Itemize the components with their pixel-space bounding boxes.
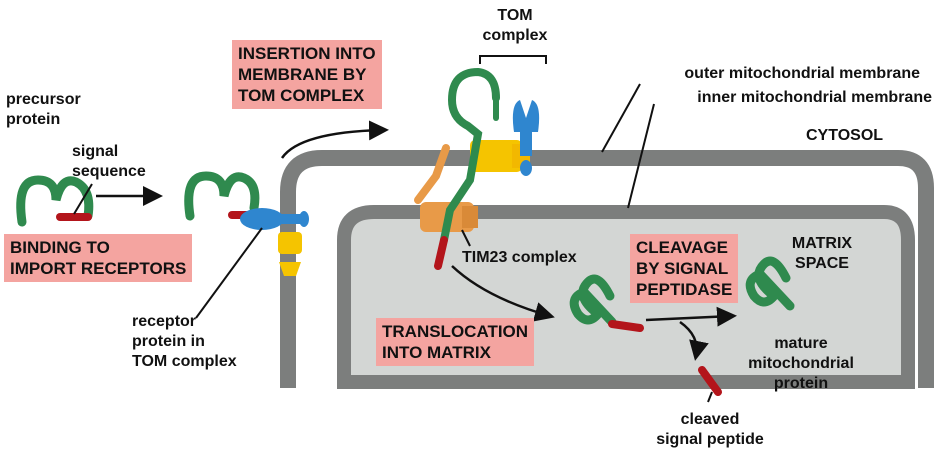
tim23-complex-label: TIM23 complex bbox=[462, 249, 577, 266]
precursor-protein-label: precursor protein bbox=[6, 91, 81, 128]
signal-sequence-label: signal sequence bbox=[72, 143, 146, 180]
step-cleavage-box: CLEAVAGE BY SIGNAL PEPTIDASE bbox=[630, 234, 739, 303]
outer-membrane-label: outer mitochondrial membrane bbox=[684, 65, 920, 82]
step-translocation-box: TRANSLOCATION INTO MATRIX bbox=[376, 318, 535, 366]
leader-tim23 bbox=[461, 229, 471, 247]
mature-protein-label: mature mitochondrial protein bbox=[748, 335, 854, 392]
leader-signal-sequence bbox=[73, 183, 93, 215]
precursor-protein bbox=[16, 175, 94, 227]
receptor-protein bbox=[240, 208, 309, 276]
cleaved-peptide-label: cleaved signal peptide bbox=[656, 411, 764, 448]
mature-protein bbox=[745, 256, 795, 311]
arrow-cleavage bbox=[645, 306, 737, 327]
step-insertion-box: INSERTION INTO MEMBRANE BY TOM COMPLEX bbox=[232, 40, 382, 109]
receptor-protein-label: receptor protein in TOM complex bbox=[132, 313, 237, 370]
tom-complex-label: TOM complex bbox=[482, 7, 548, 44]
cytosol-label: CYTOSOL bbox=[806, 127, 884, 144]
tom-complex bbox=[470, 100, 540, 176]
outer-mitochondrial-membrane bbox=[280, 150, 934, 388]
leader-outer-membrane bbox=[601, 83, 641, 153]
arrow-peptide bbox=[679, 320, 709, 361]
inner-membrane-label: inner mitochondrial membrane bbox=[697, 89, 932, 106]
tom-complex-bracket bbox=[479, 55, 547, 64]
arrow-translocation bbox=[451, 265, 555, 322]
leader-cleaved bbox=[707, 391, 713, 403]
translocating-protein bbox=[434, 67, 500, 270]
cleaved-signal-peptide bbox=[698, 366, 722, 396]
leader-inner-membrane bbox=[627, 103, 655, 209]
leader-receptor bbox=[195, 227, 263, 319]
matrix-space-label: MATRIX SPACE bbox=[791, 235, 853, 272]
step-binding-box: BINDING TO IMPORT RECEPTORS bbox=[4, 234, 193, 282]
matrix-protein bbox=[569, 274, 644, 332]
bound-precursor bbox=[184, 171, 262, 221]
arrow-insertion bbox=[280, 120, 389, 159]
